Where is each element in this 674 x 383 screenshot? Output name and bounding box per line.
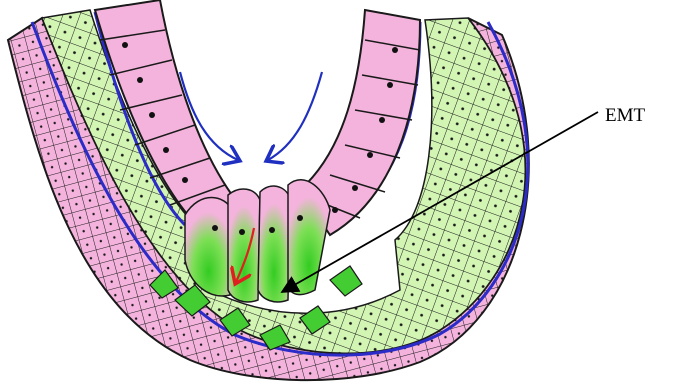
inward-arrow-right-icon <box>268 72 322 160</box>
emt-label: EMT <box>605 105 646 126</box>
emt-cells <box>185 180 330 302</box>
